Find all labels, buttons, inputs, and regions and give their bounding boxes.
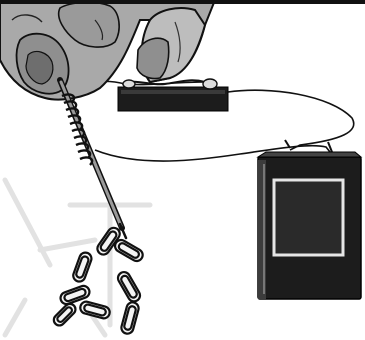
battery-icon [258,140,361,299]
